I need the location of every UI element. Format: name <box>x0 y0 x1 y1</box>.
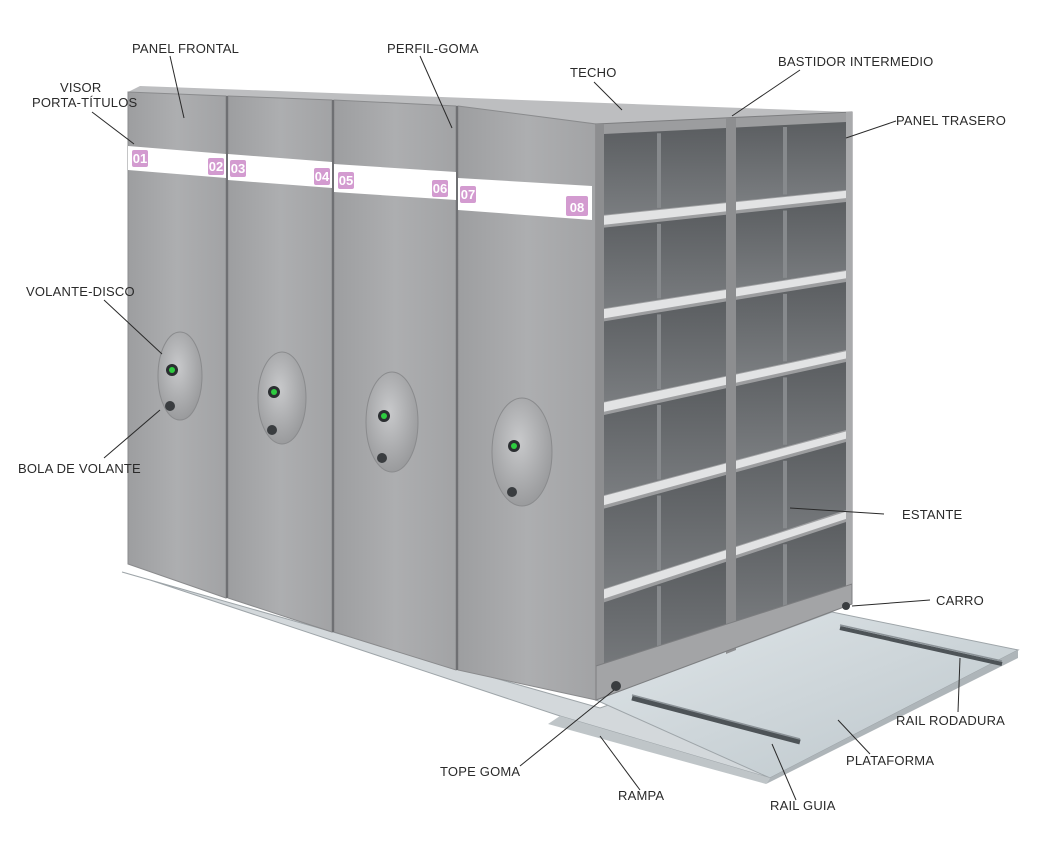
title-tag-06 <box>432 180 448 197</box>
label-panel-trasero: PANEL TRASERO <box>896 113 1006 128</box>
bola-de-volante[interactable] <box>507 487 517 497</box>
labels: PANEL FRONTAL PERFIL-GOMA TECHO BASTIDOR… <box>18 41 1006 813</box>
volante-disco[interactable] <box>157 331 203 421</box>
label-perfil-goma: PERFIL-GOMA <box>387 41 479 56</box>
label-estante: ESTANTE <box>902 507 963 522</box>
label-volante-disco: VOLANTE-DISCO <box>26 284 135 299</box>
title-tags: 01 02 03 04 05 06 07 08 <box>132 150 588 216</box>
rail-rodadura <box>839 626 1003 666</box>
shelf-bay <box>736 122 846 202</box>
rail-rodadura-highlight <box>839 624 1003 662</box>
rail-guia-highlight <box>631 694 801 740</box>
shelf-bays <box>599 122 851 695</box>
title-tag-text-07: 07 <box>461 187 475 202</box>
shelf-bay <box>736 362 846 461</box>
wheel-led-icon <box>169 367 175 373</box>
title-tag-text-08: 08 <box>570 200 584 215</box>
title-tag-text-04: 04 <box>315 169 330 184</box>
title-tag-text-01: 01 <box>133 151 147 166</box>
label-rail-rodadura: RAIL RODADURA <box>896 713 1005 728</box>
title-tag-04 <box>314 168 330 185</box>
volante-disco[interactable] <box>257 351 307 445</box>
shelf-bay <box>736 442 846 547</box>
label-bastidor-intermedio: BASTIDOR INTERMEDIO <box>778 54 933 69</box>
label-bola-de-volante: BOLA DE VOLANTE <box>18 461 141 476</box>
strip-1 <box>128 146 226 178</box>
title-tag-05 <box>338 172 354 189</box>
shelf-bay <box>736 282 846 375</box>
middle-upright <box>726 118 736 654</box>
wheel-led-icon <box>511 443 517 449</box>
ramp-edge-right <box>766 650 1018 784</box>
right-upright <box>846 112 852 602</box>
left-upright <box>596 124 604 700</box>
title-strip: 01 02 03 04 05 06 07 08 <box>128 146 592 220</box>
platform-group <box>121 571 1020 784</box>
ramp-edge <box>548 716 770 784</box>
rail-guia <box>631 695 801 745</box>
title-tag-08 <box>566 196 588 216</box>
bola-de-volante[interactable] <box>377 453 387 463</box>
tope-goma-bumper <box>611 681 621 691</box>
strip-2 <box>228 154 332 188</box>
title-tag-07 <box>460 186 476 203</box>
shelf-bay <box>736 522 846 633</box>
label-visor-line2: PORTA-TÍTULOS <box>32 95 138 110</box>
strip-3 <box>334 164 456 200</box>
carro-wheel <box>842 602 850 610</box>
label-rampa: RAMPA <box>618 788 664 803</box>
wheel-led-icon <box>381 413 387 419</box>
title-tag-text-03: 03 <box>231 161 245 176</box>
strip-4 <box>458 178 592 220</box>
bola-de-volante[interactable] <box>267 425 277 435</box>
volante-disco[interactable] <box>365 371 419 473</box>
volante-disco[interactable] <box>491 397 553 507</box>
title-tag-text-05: 05 <box>339 173 353 188</box>
title-tag-01 <box>132 150 148 167</box>
handwheels <box>157 331 553 507</box>
shelf-bay <box>604 475 726 591</box>
title-tag-03 <box>230 160 246 177</box>
label-plataforma: PLATAFORMA <box>846 753 934 768</box>
label-carro: CARRO <box>936 593 984 608</box>
carro-base <box>595 583 853 701</box>
label-tope-goma: TOPE GOMA <box>440 764 520 779</box>
shelf-bay <box>736 202 846 288</box>
label-rail-guia: RAIL GUIA <box>770 798 836 813</box>
title-tag-02 <box>208 158 224 175</box>
label-techo: TECHO <box>570 65 617 80</box>
label-panel-frontal: PANEL FRONTAL <box>132 41 239 56</box>
shelf-bay <box>604 214 726 310</box>
leader-lines <box>91 55 961 801</box>
shelf-bay <box>604 388 726 497</box>
cabinet-top <box>128 86 852 126</box>
shelf-bay <box>604 127 726 216</box>
wheel-led-icon <box>271 389 277 395</box>
bola-de-volante[interactable] <box>165 401 175 411</box>
shelf-bay <box>604 301 726 403</box>
shelving-unit <box>595 111 853 701</box>
title-tag-text-06: 06 <box>433 181 447 196</box>
label-visor-line1: VISOR <box>60 80 101 95</box>
title-tag-text-02: 02 <box>209 159 223 174</box>
